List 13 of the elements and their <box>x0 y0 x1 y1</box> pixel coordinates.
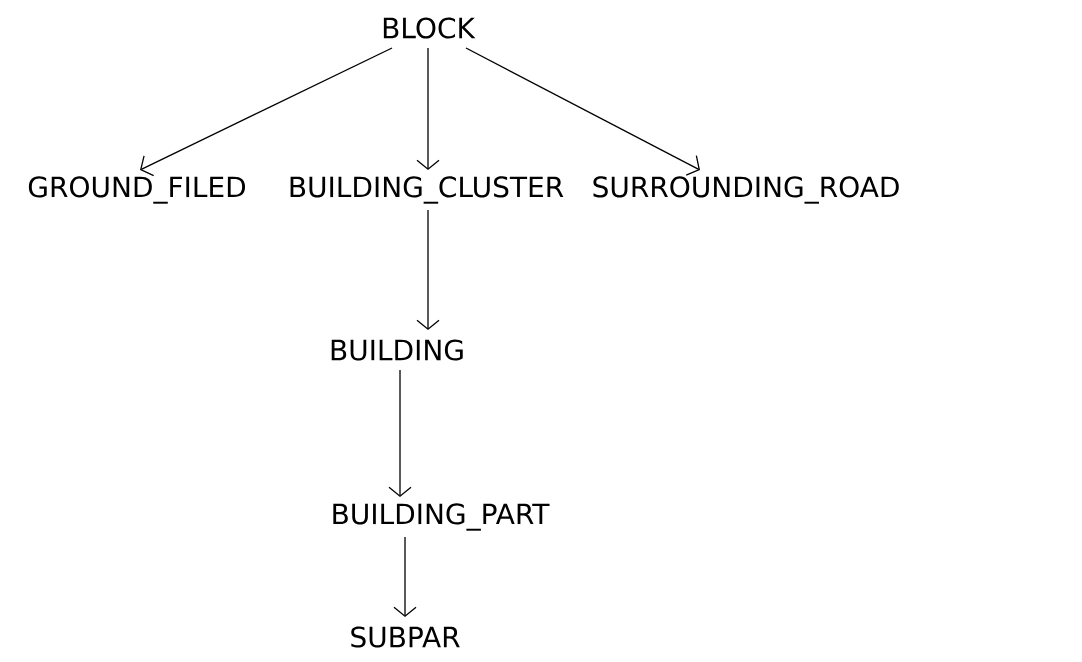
arrow <box>416 47 440 170</box>
arrow <box>140 47 393 177</box>
node-label: BUILDING_PART <box>333 503 550 531</box>
node-label: BUILDING_CLUSTER <box>290 176 564 204</box>
arrow <box>388 369 412 497</box>
node-label: GROUND_FILED <box>28 176 246 204</box>
node-label: BLOCK <box>383 17 476 39</box>
node-label: BUILDING <box>331 339 463 361</box>
node-label: SURROUNDING_ROAD <box>593 176 899 204</box>
arrow <box>465 47 700 176</box>
node-label: SUBPAR <box>351 626 460 648</box>
arrow <box>416 209 440 330</box>
arrow <box>393 536 417 617</box>
